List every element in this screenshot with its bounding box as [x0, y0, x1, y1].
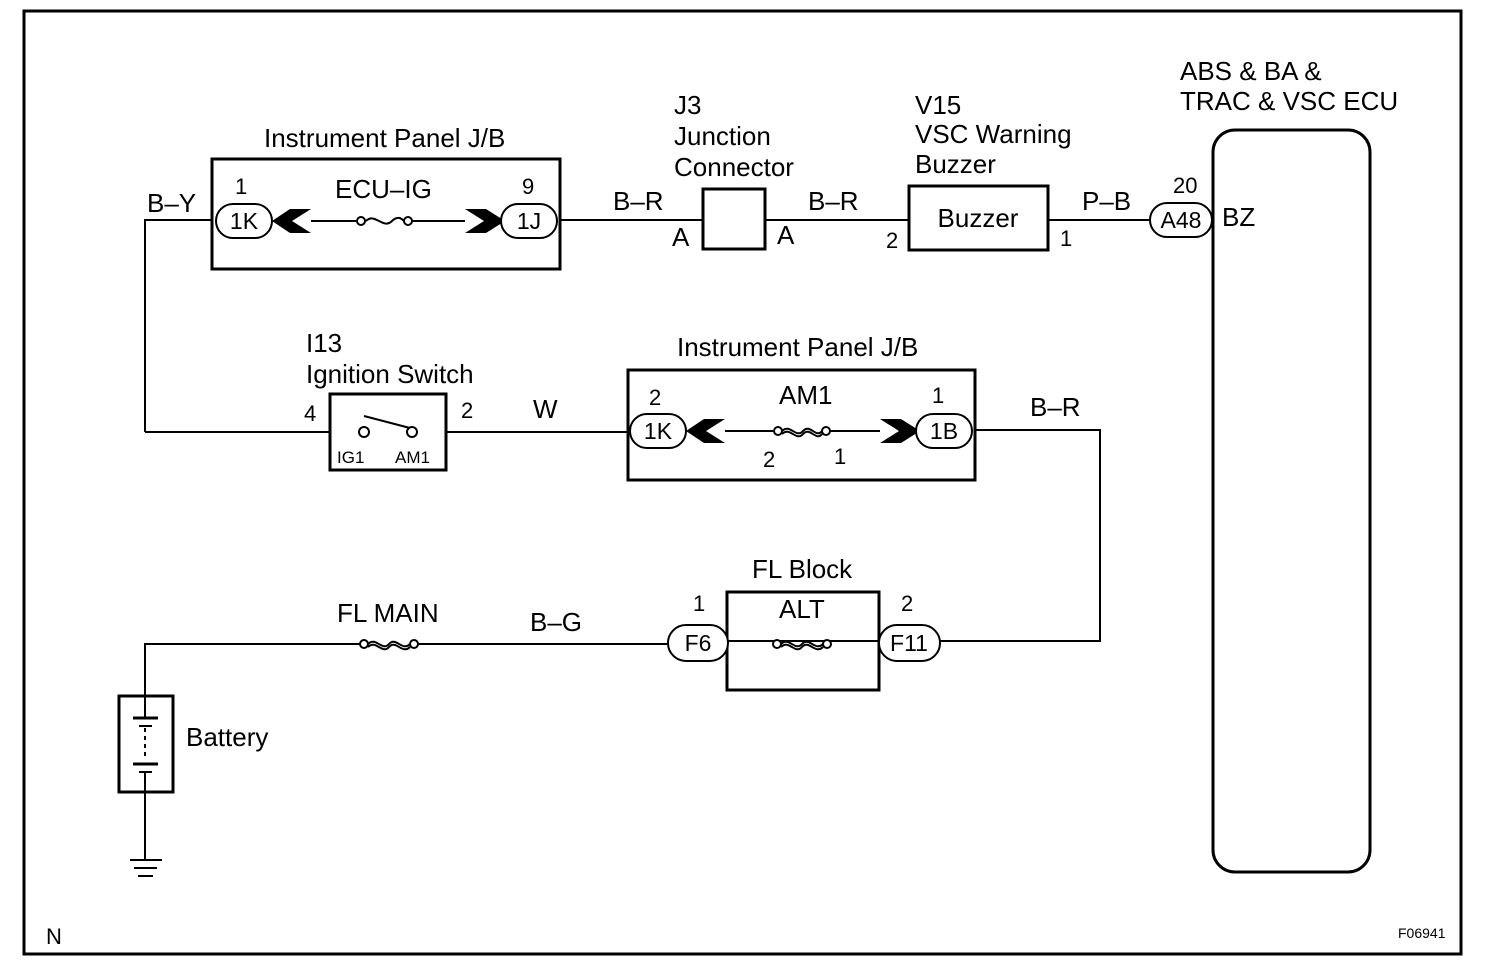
connector-arrow-left-icon [272, 209, 311, 233]
abs-ba-trac-vsc-ecu: ABS & BA & TRAC & VSC ECU 20 A48 BZ [1149, 56, 1398, 874]
ecu-name-2: TRAC & VSC ECU [1180, 86, 1398, 116]
am1-fuse-label: AM1 [779, 380, 832, 410]
ignition-pin-left: 4 [304, 401, 316, 426]
connector-arrow-right-icon [465, 209, 505, 233]
wire-label-p-b: P–B [1082, 186, 1131, 216]
ignition-ref: I13 [306, 328, 342, 358]
instrument-panel-jb-mid: Instrument Panel J/B 2 1 AM1 1K 1B 2 1 [626, 332, 977, 482]
junction-name-2: Connector [674, 152, 794, 182]
ecu-terminal-bz: BZ [1222, 202, 1255, 232]
ecu-name-1: ABS & BA & [1180, 56, 1322, 86]
switch-lever-icon [363, 415, 411, 429]
junction-name-1: Junction [674, 121, 771, 151]
buzzer-ref: V15 [915, 90, 961, 120]
battery-label: Battery [186, 722, 268, 752]
ignition-pin-right: 2 [461, 398, 473, 423]
j3-junction-connector: J3 Junction Connector A A [672, 90, 795, 252]
alt-fuse-label: ALT [779, 594, 825, 624]
wire-b-y [144, 219, 212, 432]
jb-mid-title: Instrument Panel J/B [677, 332, 918, 362]
ignition-name: Ignition Switch [306, 359, 474, 389]
i13-ignition-switch: I13 Ignition Switch IG1 AM1 4 2 [304, 328, 474, 472]
jb-top-pin-left: 1 [235, 174, 247, 199]
connector-arrow-right-icon [880, 419, 920, 443]
instrument-panel-jb-top: Instrument Panel J/B 1 9 ECU–IG 1K 1J [210, 123, 562, 271]
junction-ref: J3 [674, 90, 701, 120]
connector-f11-label: F11 [890, 630, 928, 656]
diagram-frame [22, 9, 1463, 956]
junction-pin-left: A [672, 222, 690, 252]
wire-b-r-am1-to-fl [940, 429, 1101, 642]
switch-contact-am1 [406, 426, 418, 438]
fl-main-fuse: FL MAIN [337, 598, 439, 651]
connector-f6-label: F6 [685, 630, 712, 656]
battery: Battery [117, 694, 268, 794]
wire-label-b-g: B–G [530, 607, 582, 637]
corner-code: N [46, 924, 62, 949]
am1-fuse-pin-left: 2 [763, 447, 775, 472]
figure-id: F06941 [1398, 925, 1446, 941]
switch-contact-ig1 [358, 426, 370, 438]
wire-label-b-y: B–Y [147, 188, 196, 218]
jb-top-pin-right: 9 [522, 174, 534, 199]
junction-pin-right: A [777, 220, 795, 250]
buzzer-name-1: VSC Warning [915, 119, 1072, 149]
jb-top-title: Instrument Panel J/B [264, 123, 505, 153]
buzzer-pin-left: 2 [886, 228, 898, 253]
connector-1b [915, 413, 973, 449]
connector-1j-label: 1J [517, 208, 541, 234]
buzzer-label: Buzzer [938, 203, 1019, 233]
fl-main-label: FL MAIN [337, 598, 439, 628]
wire-ground [130, 792, 162, 877]
connector-a48-label: A48 [1161, 207, 1202, 233]
buzzer-pin-right: 1 [1060, 226, 1072, 251]
fl-block: FL Block ALT 1 2 F6 F11 [667, 554, 941, 692]
connector-a48 [1149, 202, 1213, 238]
connector-1b-label: 1B [930, 418, 958, 444]
jb-mid-pin-right: 1 [932, 383, 944, 408]
wire-label-b-r-2: B–R [808, 186, 859, 216]
v15-vsc-warning-buzzer: V15 VSC Warning Buzzer Buzzer 2 1 [886, 90, 1072, 253]
connector-1k-top-label: 1K [230, 208, 259, 234]
am1-fuse-pin-right: 1 [834, 444, 846, 469]
wire-label-b-r-3: B–R [1030, 392, 1081, 422]
fl-block-pin-left: 1 [693, 591, 705, 616]
wire-label-w: W [533, 394, 558, 424]
ignition-term-ig1: IG1 [337, 448, 364, 467]
connector-arrow-left-icon [686, 419, 725, 443]
ignition-term-am1: AM1 [395, 448, 430, 467]
wire-b-g [144, 643, 668, 696]
ecu-ig-fuse-label: ECU–IG [335, 174, 432, 204]
connector-f11 [878, 624, 941, 662]
buzzer-name-2: Buzzer [915, 149, 996, 179]
connector-1j [500, 203, 558, 239]
fl-block-title: FL Block [752, 554, 853, 584]
fl-block-pin-right: 2 [901, 591, 913, 616]
ecu-pin: 20 [1173, 173, 1197, 198]
connector-1k-mid-label: 1K [644, 418, 673, 444]
wire-label-b-r-1: B–R [613, 186, 664, 216]
connector-f6 [667, 624, 729, 662]
jb-mid-pin-left: 2 [649, 385, 661, 410]
